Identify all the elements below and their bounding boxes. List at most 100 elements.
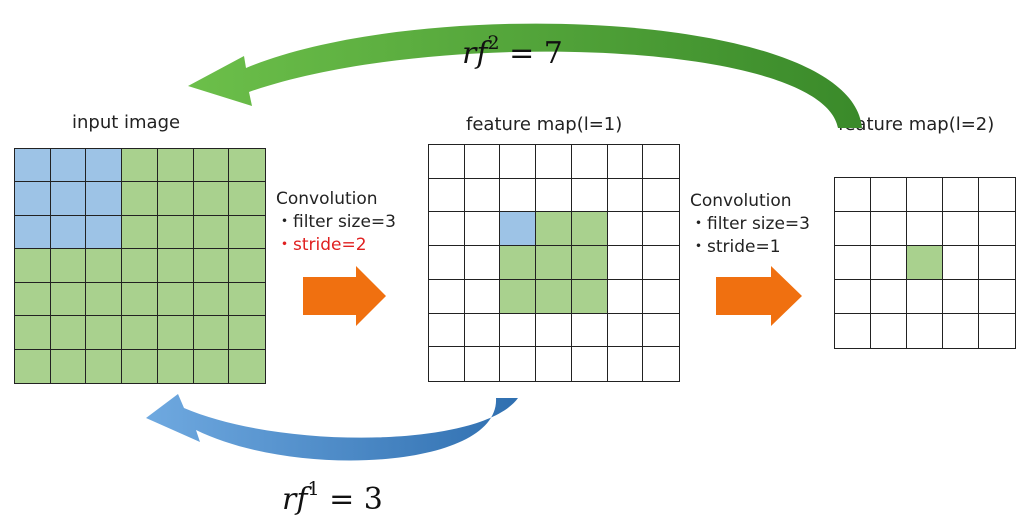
input-image-cell xyxy=(86,182,123,216)
feature-map-1-cell xyxy=(500,246,537,280)
feature-map-1-cell xyxy=(500,212,537,247)
feature-map-2-grid xyxy=(834,177,1016,349)
feature-map-1-cell xyxy=(536,347,572,381)
feature-map-1-cell xyxy=(464,246,501,280)
feature-map-2-cell xyxy=(943,178,979,212)
input-image-cell xyxy=(15,316,51,350)
feature-map-1-cell xyxy=(429,246,465,280)
convolution-2-description: Convolution ・filter size=3 ・stride=1 xyxy=(690,190,810,259)
feature-map-1-cell xyxy=(464,212,501,247)
input-image-cell xyxy=(86,316,123,350)
input-image-cell xyxy=(229,215,265,250)
input-image-cell xyxy=(122,282,158,317)
feature-map-1-cell xyxy=(500,178,537,213)
input-image-cell xyxy=(15,282,51,317)
convolution-1-filter-size: ・filter size=3 xyxy=(276,212,396,232)
feature-map-1-cell xyxy=(607,279,644,314)
input-image-cell xyxy=(50,349,87,383)
input-image-cell xyxy=(157,249,194,283)
feature-map-2-cell xyxy=(835,280,871,314)
feature-map-1-cell xyxy=(429,178,465,213)
input-image-cell xyxy=(86,215,123,250)
input-image-cell xyxy=(157,215,194,250)
feature-map-1-cell xyxy=(464,347,501,381)
input-image-cell xyxy=(157,316,194,350)
feature-map-1-cell xyxy=(500,347,537,381)
input-image-cell xyxy=(86,282,123,317)
feature-map-2-cell xyxy=(835,212,871,246)
feature-map-1-cell xyxy=(571,212,608,247)
feature-map-1-cell xyxy=(643,178,679,213)
receptive-field-2-arrow xyxy=(188,23,862,128)
input-image-cell xyxy=(122,215,158,250)
input-image-cell xyxy=(86,149,123,183)
feature-map-1-cell xyxy=(607,347,644,381)
convolution-1-arrow xyxy=(303,266,386,326)
input-image-cell xyxy=(50,249,87,283)
feature-map-2-cell xyxy=(943,212,979,246)
feature-map-2-cell xyxy=(835,246,871,280)
input-image-cell xyxy=(86,349,123,383)
feature-map-2-cell xyxy=(907,246,943,280)
feature-map-1-cell xyxy=(571,178,608,213)
feature-map-1-cell xyxy=(571,279,608,314)
feature-map-1-cell xyxy=(500,279,537,314)
input-image-cell xyxy=(229,282,265,317)
feature-map-1-cell xyxy=(464,279,501,314)
feature-map-1-cell xyxy=(607,212,644,247)
feature-map-2-cell xyxy=(943,280,979,314)
feature-map-1-cell xyxy=(464,313,501,348)
feature-map-1-cell xyxy=(607,145,644,179)
rf2-value: = 7 xyxy=(509,36,563,71)
input-image-cell xyxy=(50,149,87,183)
feature-map-1-cell xyxy=(429,279,465,314)
feature-map-1-cell xyxy=(429,347,465,381)
feature-map-1-cell xyxy=(643,212,679,247)
input-image-cell xyxy=(229,349,265,383)
input-image-cell xyxy=(193,182,230,216)
feature-map-1-cell xyxy=(429,145,465,179)
rf2-exponent: 2 xyxy=(487,32,500,54)
rf1-value: = 3 xyxy=(329,482,383,517)
feature-map-2-cell xyxy=(871,212,907,246)
input-image-label: input image xyxy=(72,112,181,133)
feature-map-2-cell xyxy=(907,178,943,212)
feature-map-2-cell xyxy=(907,280,943,314)
feature-map-2-cell xyxy=(871,280,907,314)
feature-map-1-cell xyxy=(607,246,644,280)
input-image-cell xyxy=(229,249,265,283)
feature-map-1-cell xyxy=(429,313,465,348)
feature-map-2-cell xyxy=(979,280,1015,314)
feature-map-2-cell xyxy=(943,314,979,348)
input-image-cell xyxy=(157,182,194,216)
feature-map-1-cell xyxy=(643,313,679,348)
feature-map-1-cell xyxy=(536,279,572,314)
feature-map-2-cell xyxy=(907,212,943,246)
convolution-2-stride: ・stride=1 xyxy=(690,237,781,257)
feature-map-1-cell xyxy=(536,212,572,247)
feature-map-1-grid xyxy=(428,144,680,382)
input-image-cell xyxy=(193,249,230,283)
input-image-cell xyxy=(229,149,265,183)
feature-map-2-cell xyxy=(871,246,907,280)
input-image-cell xyxy=(15,149,51,183)
feature-map-1-cell xyxy=(536,313,572,348)
input-image-cell xyxy=(157,349,194,383)
input-image-cell xyxy=(157,282,194,317)
feature-map-1-cell xyxy=(464,145,501,179)
input-image-cell xyxy=(193,282,230,317)
feature-map-1-cell xyxy=(643,279,679,314)
feature-map-2-cell xyxy=(979,314,1015,348)
input-image-cell xyxy=(50,316,87,350)
feature-map-1-cell xyxy=(643,347,679,381)
feature-map-1-label: feature map(l=1) xyxy=(466,114,623,135)
input-image-cell xyxy=(15,215,51,250)
feature-map-2-cell xyxy=(871,314,907,348)
input-image-cell xyxy=(193,316,230,350)
feature-map-1-cell xyxy=(500,313,537,348)
feature-map-2-cell xyxy=(835,314,871,348)
input-image-cell xyxy=(193,215,230,250)
convolution-2-filter-size: ・filter size=3 xyxy=(690,214,810,234)
input-image-cell xyxy=(122,149,158,183)
